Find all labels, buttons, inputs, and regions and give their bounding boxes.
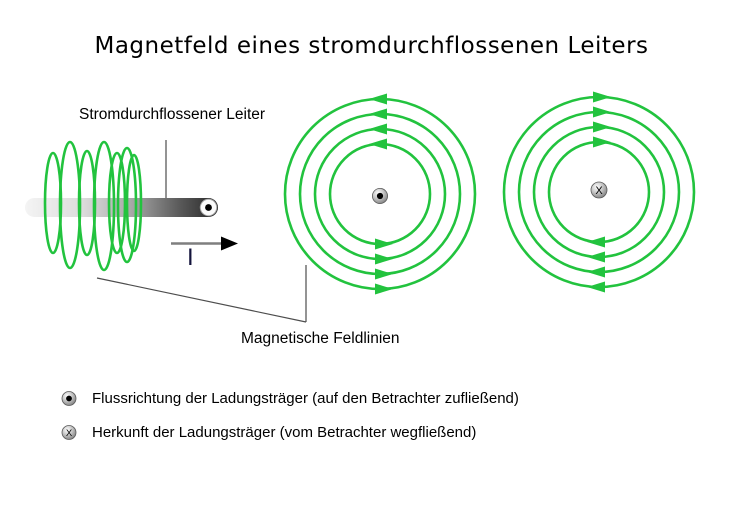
x-marker-glyph: X (595, 185, 603, 197)
field-arrowhead-right-icon (593, 121, 611, 133)
field-view-current-out (283, 93, 477, 295)
field-arrowhead-right-icon (375, 238, 393, 250)
legend-item-current-in: Herkunft der Ladungsträger (vom Betracht… (92, 424, 477, 441)
current-in-marker (590, 181, 608, 199)
field-arrowhead-right-icon (593, 136, 611, 148)
current-arrowhead-icon (221, 236, 238, 251)
field-arrowhead-left-icon (369, 108, 387, 120)
legend-x-sphere (61, 425, 77, 440)
field-arrowhead-left-icon (369, 138, 387, 150)
conductor-rod-body (25, 198, 218, 217)
conductor-label: Stromdurchflossener Leiter (79, 106, 266, 123)
conductor-end-dot-icon (205, 204, 212, 211)
field-line-coil (43, 140, 143, 272)
field-arrowhead-right-icon (375, 253, 393, 265)
current-symbol-label: I (187, 244, 194, 271)
conductor-rod (25, 198, 218, 217)
field-view-current-in: X (502, 91, 696, 293)
legend-x-glyph: X (66, 428, 73, 439)
field-arrowhead-left-icon (587, 236, 605, 248)
field-arrowhead-left-icon (587, 266, 605, 278)
legend-dot-icon (61, 391, 77, 406)
legend-dot-center (66, 395, 72, 402)
feldlinien-pointer-line-diagonal (96, 277, 307, 323)
field-lines-label: Magnetische Feldlinien (241, 330, 400, 347)
field-arrowhead-left-icon (369, 93, 387, 105)
field-arrowhead-right-icon (375, 268, 393, 280)
field-arrowhead-right-icon (593, 91, 611, 103)
legend-x-icon: X (61, 425, 77, 440)
field-arrowhead-left-icon (587, 251, 605, 263)
current-direction-arrow (171, 236, 238, 251)
field-arrowhead-right-icon (593, 106, 611, 118)
page-title: Magnetfeld eines stromdurchflossenen Lei… (94, 33, 649, 59)
field-arrowhead-left-icon (369, 123, 387, 135)
current-out-dot-icon (376, 192, 384, 200)
field-arrowhead-right-icon (375, 283, 393, 295)
coil-ellipse (116, 146, 138, 264)
coil-ellipse (107, 151, 127, 255)
coil-ellipse (92, 140, 116, 272)
legend-item-current-out: Flussrichtung der Ladungsträger (auf den… (92, 390, 519, 407)
coil-ellipse (125, 153, 143, 253)
field-arrowhead-left-icon (587, 281, 605, 293)
